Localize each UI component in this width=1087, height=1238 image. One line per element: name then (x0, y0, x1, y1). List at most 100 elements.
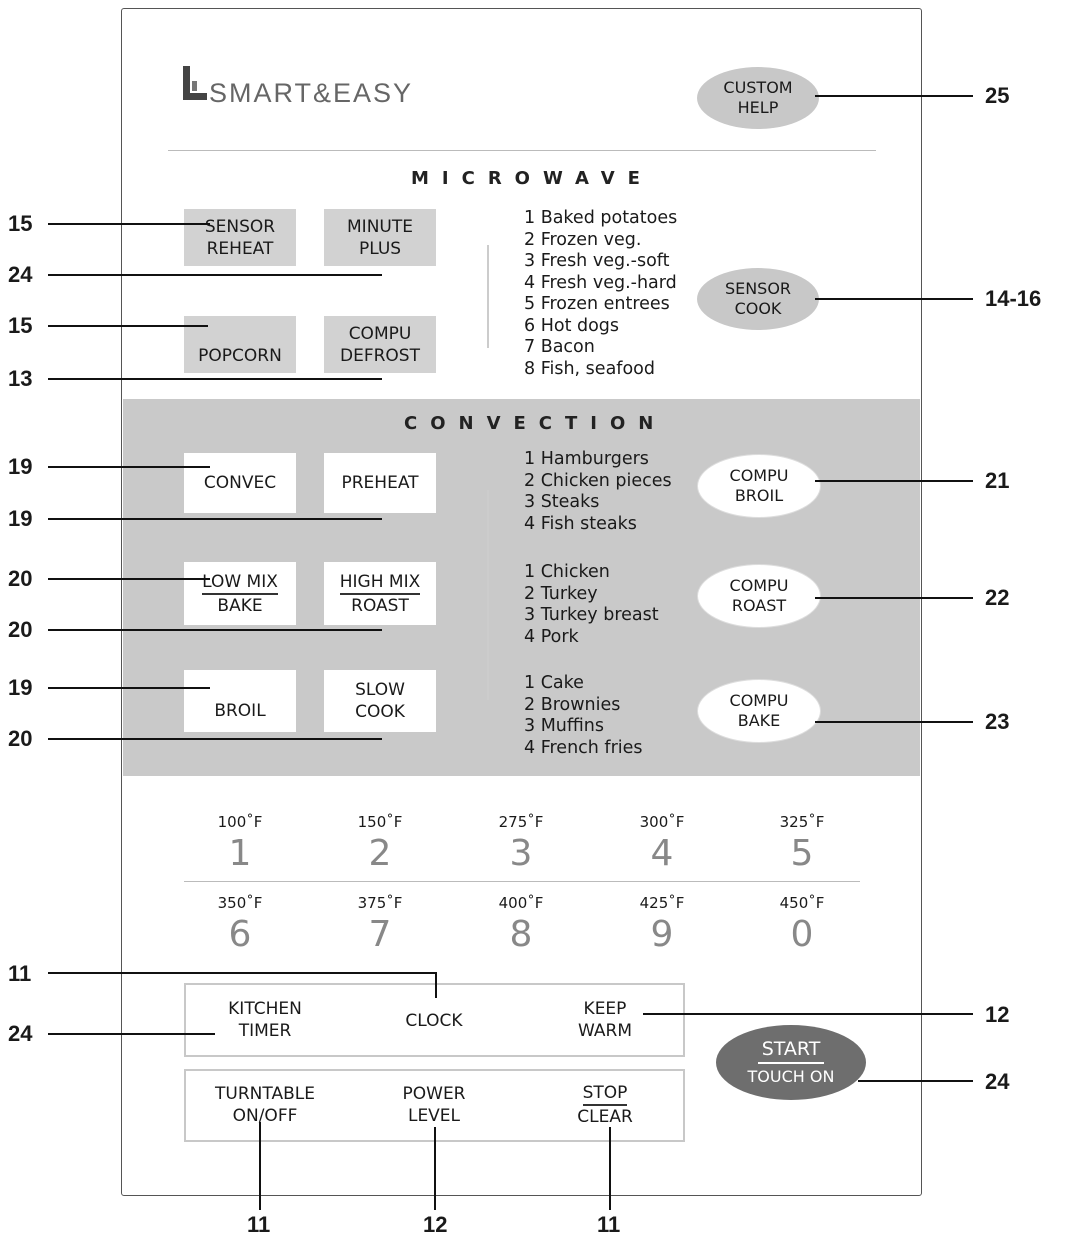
leader-line (259, 1122, 261, 1210)
callout-label: 11 (8, 961, 32, 986)
compu-broil-button[interactable]: COMPU BROIL (697, 454, 821, 518)
compu-defrost-button[interactable]: COMPU DEFROST (324, 316, 436, 373)
temp-label: 100˚F (217, 813, 263, 831)
kitchen-timer-button[interactable]: KITCHEN TIMER (200, 998, 330, 1042)
sensor-reheat-line2: REHEAT (206, 238, 274, 259)
list-item: 1 Baked potatoes (524, 208, 678, 228)
sensor-cook-button[interactable]: SENSOR COOK (697, 268, 819, 330)
callout-label: 20 (8, 726, 33, 751)
list-item: 3 Muffins (524, 716, 605, 736)
minute-plus-button[interactable]: MINUTE PLUS (324, 209, 436, 266)
custom-help-line1: CUSTOM (723, 78, 793, 97)
list-item: 4 Pork (524, 626, 579, 647)
callout-label: 19 (8, 454, 33, 479)
power-level-button[interactable]: POWER LEVEL (374, 1083, 494, 1127)
turntable-line1: TURNTABLE (215, 1084, 315, 1104)
leader-line (858, 1080, 973, 1082)
number-key-8[interactable]: 8 (509, 914, 533, 955)
broil-button[interactable]: BROIL (184, 670, 296, 732)
callout-label: 11 (597, 1212, 621, 1237)
leader-line (48, 738, 382, 740)
stop-clear-button[interactable]: STOP CLEAR (545, 1082, 665, 1128)
keep-warm-line1: KEEP (583, 999, 627, 1019)
brand-logo-text: SMART&EASY (209, 78, 414, 108)
callout-label: 11 (247, 1212, 271, 1237)
popcorn-label: POPCORN (198, 346, 282, 366)
compu-roast-list: 1 Chicken 2 Turkey 3 Turkey breast 4 Por… (524, 562, 659, 648)
leader-line (815, 298, 973, 300)
list-item: 3 Steaks (524, 492, 600, 512)
sensor-cook-list: 1 Baked potatoes 2 Frozen veg. 3 Fresh v… (524, 208, 677, 380)
temp-label: 425˚F (639, 894, 685, 912)
preheat-button[interactable]: PREHEAT (324, 453, 436, 513)
touch-on-label: TOUCH ON (747, 1066, 835, 1086)
compu-roast-line2: ROAST (731, 596, 787, 615)
leader-line (815, 721, 973, 723)
list-item: 8 Fish, seafood (524, 358, 655, 379)
keep-warm-button[interactable]: KEEP WARM (545, 998, 665, 1042)
list-item: 3 Fresh veg.-soft (524, 251, 670, 271)
high-mix-roast-button[interactable]: HIGH MIX ROAST (324, 562, 436, 625)
leader-line (435, 972, 437, 998)
convec-label: CONVEC (203, 473, 277, 493)
temp-label: 275˚F (498, 813, 544, 831)
number-key-7[interactable]: 7 (368, 914, 392, 955)
roast-label: ROAST (351, 595, 409, 616)
slow-cook-button[interactable]: SLOW COOK (324, 670, 436, 732)
compu-bake-line1: COMPU (729, 691, 789, 710)
leader-line (815, 480, 973, 482)
start-touch-on-button[interactable]: START TOUCH ON (716, 1025, 866, 1100)
list-item: 4 French fries (524, 737, 643, 758)
low-mix-bake-button[interactable]: LOW MIX BAKE (184, 562, 296, 625)
number-key-0[interactable]: 0 (790, 914, 814, 955)
custom-help-button[interactable]: CUSTOM HELP (697, 67, 819, 129)
number-key-3[interactable]: 3 (509, 833, 533, 874)
callout-label: 15 (8, 313, 33, 338)
compu-roast-button[interactable]: COMPU ROAST (697, 564, 821, 628)
callout-label: 20 (8, 566, 33, 591)
high-mix-label: HIGH MIX (339, 571, 421, 595)
custom-help-line2: HELP (737, 98, 779, 117)
turntable-button[interactable]: TURNTABLE ON/OFF (195, 1083, 335, 1127)
sensor-cook-line1: SENSOR (724, 279, 792, 298)
leader-line (434, 1127, 436, 1210)
number-key-4[interactable]: 4 (650, 833, 674, 874)
leader-line (48, 325, 208, 327)
leader-line (643, 1013, 973, 1015)
callout-label: 19 (8, 506, 33, 531)
bake-label: BAKE (217, 595, 263, 616)
slow-cook-line2: COOK (355, 702, 405, 722)
logo-icon (183, 66, 207, 100)
clock-button[interactable]: CLOCK (374, 1010, 494, 1032)
leader-line (48, 578, 210, 580)
callout-label: 13 (8, 366, 33, 391)
list-item: 4 Fish steaks (524, 513, 637, 534)
clear-label: CLEAR (577, 1107, 633, 1127)
callout-label: 19 (8, 675, 33, 700)
number-key-5[interactable]: 5 (790, 833, 814, 874)
keypad-divider (184, 881, 860, 882)
sensor-reheat-button[interactable]: SENSOR REHEAT (184, 209, 296, 266)
convec-button[interactable]: CONVEC (184, 453, 296, 513)
number-key-1[interactable]: 1 (228, 833, 252, 874)
list-item: 1 Cake (524, 673, 584, 693)
compu-bake-button[interactable]: COMPU BAKE (697, 679, 821, 743)
list-item: 5 Frozen entrees (524, 294, 670, 314)
temp-label: 150˚F (357, 813, 403, 831)
microwave-section-title: MICROWAVE (411, 168, 653, 189)
callout-label: 24 (8, 262, 33, 287)
slow-cook-line1: SLOW (355, 680, 405, 700)
callout-label: 12 (985, 1002, 1010, 1027)
kitchen-timer-line2: TIMER (238, 1021, 292, 1041)
callout-label: 22 (985, 585, 1010, 610)
number-key-6[interactable]: 6 (228, 914, 252, 955)
number-key-2[interactable]: 2 (368, 833, 392, 874)
compu-roast-line1: COMPU (729, 576, 789, 595)
list-item: 3 Turkey breast (524, 605, 659, 625)
callout-label: 12 (423, 1212, 448, 1237)
list-item: 2 Brownies (524, 694, 621, 715)
number-key-9[interactable]: 9 (650, 914, 674, 955)
compu-broil-line2: BROIL (734, 486, 784, 505)
callout-label: 25 (985, 83, 1010, 108)
list-item: 1 Chicken (524, 562, 610, 582)
